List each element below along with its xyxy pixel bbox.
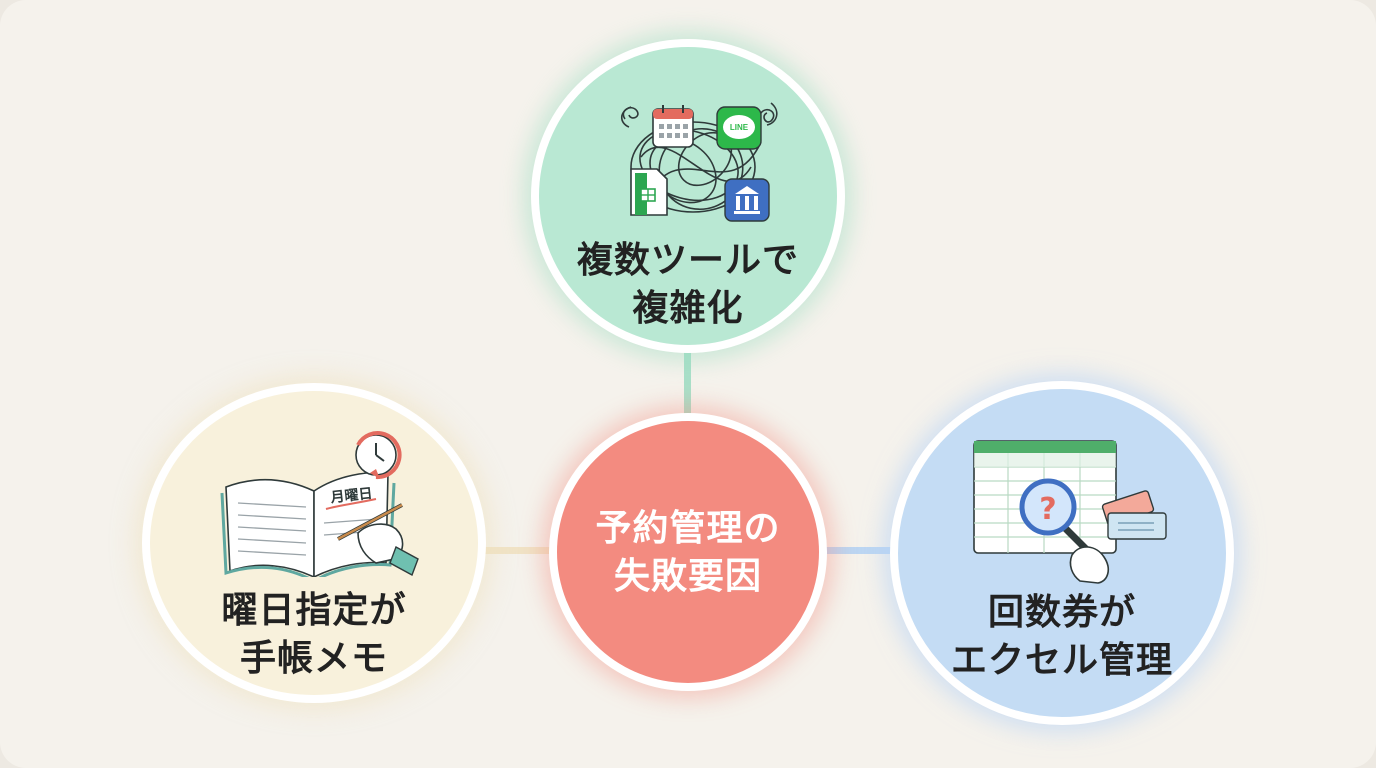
center-node-line-1: 予約管理の (595, 508, 781, 549)
node-coupon-excel: ? 回数券が エクセル管理 (890, 381, 1234, 725)
node-coupon-excel-label: 回数券が エクセル管理 (898, 589, 1226, 685)
node-coupon-excel-line-1: 回数券が (987, 592, 1136, 633)
spreadsheet-search-icon: ? (973, 440, 1167, 584)
node-multiple-tools-line-1: 複数ツールで (576, 240, 799, 281)
line-app-label: LINE (730, 123, 749, 132)
hand-icon (1069, 546, 1110, 584)
node-weekday-notebook-line-1: 曜日指定が (221, 590, 407, 631)
magnifier-question-mark: ? (1039, 492, 1056, 527)
node-multiple-tools-label: 複数ツールで 複雑化 (539, 237, 837, 333)
center-node-line-2: 失敗要因 (613, 556, 762, 597)
node-weekday-notebook-label: 曜日指定が 手帳メモ (150, 587, 478, 683)
calendar-icon (652, 105, 694, 148)
bank-icon (724, 178, 770, 222)
center-node-label: 予約管理の 失敗要因 (557, 505, 819, 601)
spreadsheet-icon (630, 168, 668, 216)
ticket-icon (1101, 490, 1167, 540)
line-app-icon: LINE (716, 106, 762, 150)
magnifier-icon: ? (1019, 478, 1093, 556)
pen-hand-icon (337, 503, 419, 577)
connector-top (684, 350, 691, 422)
node-weekday-notebook-line-2: 手帳メモ (239, 638, 388, 679)
clock-icon (355, 431, 402, 480)
connector-left (484, 547, 556, 554)
notebook-writing-icon: 月曜日 (220, 431, 419, 577)
node-multiple-tools-line-2: 複雑化 (632, 288, 744, 329)
node-coupon-excel-line-2: エクセル管理 (950, 640, 1173, 681)
node-weekday-notebook: 月曜日 曜日指定が 手帳メモ (142, 383, 486, 703)
tangled-tools-icon: LINE (620, 102, 778, 222)
node-multiple-tools: LINE 複数ツールで 複雑化 (531, 39, 845, 353)
connector-right (820, 547, 898, 554)
center-node: 予約管理の 失敗要因 (549, 413, 827, 691)
